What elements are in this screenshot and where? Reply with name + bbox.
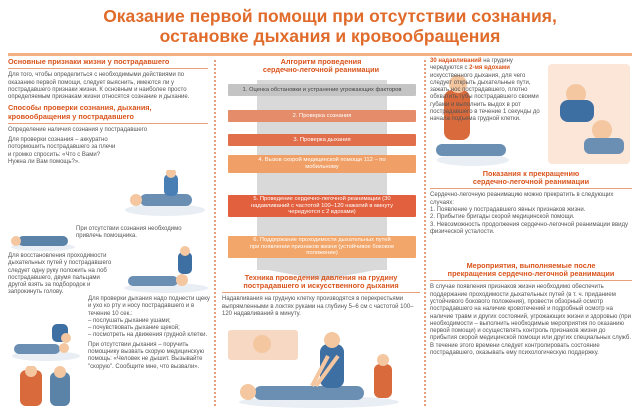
breathing-check-section: Для проверки дыхания надо поднести щеку … xyxy=(88,296,210,371)
breaths-text-a: на грудину чередуются с xyxy=(430,58,513,72)
stop-cpr-title-line2: сердечно-легочной реанимации xyxy=(472,177,590,187)
algorithm-step-1: 1. Оценка обстановки и устранение угрожа… xyxy=(228,84,416,96)
after-cpr-title-line1: Мероприятия, выполняемые после xyxy=(466,261,596,270)
stop-cpr-item: 3. Невозможность продолжения сердечно-ле… xyxy=(430,221,629,235)
after-cpr-title-line2: прекращения сердечно-легочной реанимации xyxy=(447,269,615,279)
section-underline xyxy=(8,68,208,70)
shake-shoulders-illustration xyxy=(125,170,205,216)
algorithm-step-6: 6. Поддержание проходимости дыхательных … xyxy=(228,236,416,258)
compression-section: Техника проведения давления на грудину п… xyxy=(222,273,420,318)
section-vital-signs-title: Основные признаки жизни у пострадавшего xyxy=(8,57,170,66)
breathing-check-item: – почувствовать дыхание щекой; xyxy=(88,325,180,332)
breathing-check-item: – посмотреть на движения грудной клетки. xyxy=(88,332,208,339)
compression-title-line2: пострадавшего и искусственного дыхания xyxy=(243,281,399,291)
breathing-check-text: Для проверки дыхания надо поднести щеку … xyxy=(88,296,210,317)
unconscious-person-illustration xyxy=(11,236,75,251)
algorithm-arrow-head xyxy=(257,268,387,280)
algorithm-step-4: 4. Вызов скорой медицинской помощи 112 –… xyxy=(228,155,416,173)
section-vital-signs-text: Для того, чтобы определиться с необходим… xyxy=(8,72,190,101)
mouth-to-mouth-illustration xyxy=(548,64,630,164)
breaths-count-bold: 30 надавливаний xyxy=(430,58,482,64)
page-title: Оказание первой помощи при отсутствии со… xyxy=(70,6,590,46)
call-helper-note: При отсутствии сознания необходимо привл… xyxy=(76,226,208,241)
call-helper-text: При отсутствии сознания необходимо привл… xyxy=(76,226,182,240)
stop-cpr-item: 1. Появление у пострадавшего явных призн… xyxy=(430,207,586,213)
algorithm-title-line2: сердечно-легочной реанимации xyxy=(262,65,380,75)
breaths-section: 30 надавливаний на грудину чередуются с … xyxy=(430,58,542,124)
algorithm-step-5: 5. Проведение сердечно-легочной реанимац… xyxy=(228,195,416,217)
stop-cpr-section: Показания к прекращению сердечно-легочно… xyxy=(430,169,632,236)
compression-title-line1: Техника проведения давления на грудину xyxy=(244,273,398,282)
rescue-breath-illustration xyxy=(436,75,509,166)
section-underline xyxy=(222,292,420,294)
listen-breathing-illustration xyxy=(12,324,80,361)
compression-title: Техника проведения давления на грудину п… xyxy=(222,273,420,291)
column-divider-1 xyxy=(214,60,216,408)
stop-cpr-title-line1: Показания к прекращению xyxy=(482,169,580,178)
column-2: Алгоритм проведения сердечно-легочной ре… xyxy=(222,57,420,75)
phone-call-illustration xyxy=(20,366,70,406)
algorithm-step-2: 2. Проверка сознания xyxy=(228,110,416,122)
breathing-check-item: – послушать дыхание ушами; xyxy=(88,317,171,324)
breaths-count-bold-2: 2-мя вдохами xyxy=(469,65,510,72)
section-underline xyxy=(430,280,632,282)
stop-cpr-item: 2. Прибытие бригады скорой медицинской п… xyxy=(430,214,575,221)
consciousness-check-text: Для проверки сознания – аккуратно поторм… xyxy=(8,137,116,165)
page-title-line1: Оказание первой помощи при отсутствии со… xyxy=(103,6,557,26)
algorithm-title-line1: Алгоритм проведения xyxy=(280,57,362,66)
column-divider-2 xyxy=(424,60,426,408)
section-check-methods-title: Способы проверки сознания, дыхания, кров… xyxy=(8,103,152,121)
algorithm-title: Алгоритм проведения сердечно-легочной ре… xyxy=(222,57,420,75)
breaths-text-b: искусственного дыхания, для чего следует… xyxy=(430,72,540,123)
call-ambulance-text: При отсутствии дыхания – поручить помощн… xyxy=(88,341,205,370)
page-title-line2: остановке дыхания и кровообращения xyxy=(159,26,501,46)
stop-cpr-intro: Сердечно-легочную реанимацию можно прекр… xyxy=(430,192,614,206)
header-divider xyxy=(8,53,632,56)
consciousness-subtitle: Определение наличия сознания у пострадав… xyxy=(8,126,148,133)
breaths-text: 30 надавливаний на грудину чередуются с … xyxy=(430,58,542,124)
airway-text: Для восстановления проходимости дыхатель… xyxy=(8,253,112,296)
after-cpr-title: Мероприятия, выполняемые после прекращен… xyxy=(430,261,632,279)
algorithm-step-3: 3. Проверка дыхания xyxy=(228,134,416,146)
after-cpr-section: Мероприятия, выполняемые после прекращен… xyxy=(430,261,632,357)
compression-text: Надавливания на грудную клетку производя… xyxy=(222,296,414,317)
section-underline xyxy=(8,122,208,124)
header: Оказание первой помощи при отсутствии со… xyxy=(0,0,640,52)
section-underline xyxy=(430,188,632,190)
cpr-compression-illustration xyxy=(228,330,399,408)
after-cpr-text: В случае появления признаков жизни необх… xyxy=(430,284,631,357)
head-tilt-illustration xyxy=(124,246,208,293)
airway-section: Для восстановления проходимости дыхатель… xyxy=(8,253,118,297)
stop-cpr-title: Показания к прекращению сердечно-легочно… xyxy=(430,169,632,187)
column-1: Основные признаки жизни у пострадавшего … xyxy=(8,57,208,166)
